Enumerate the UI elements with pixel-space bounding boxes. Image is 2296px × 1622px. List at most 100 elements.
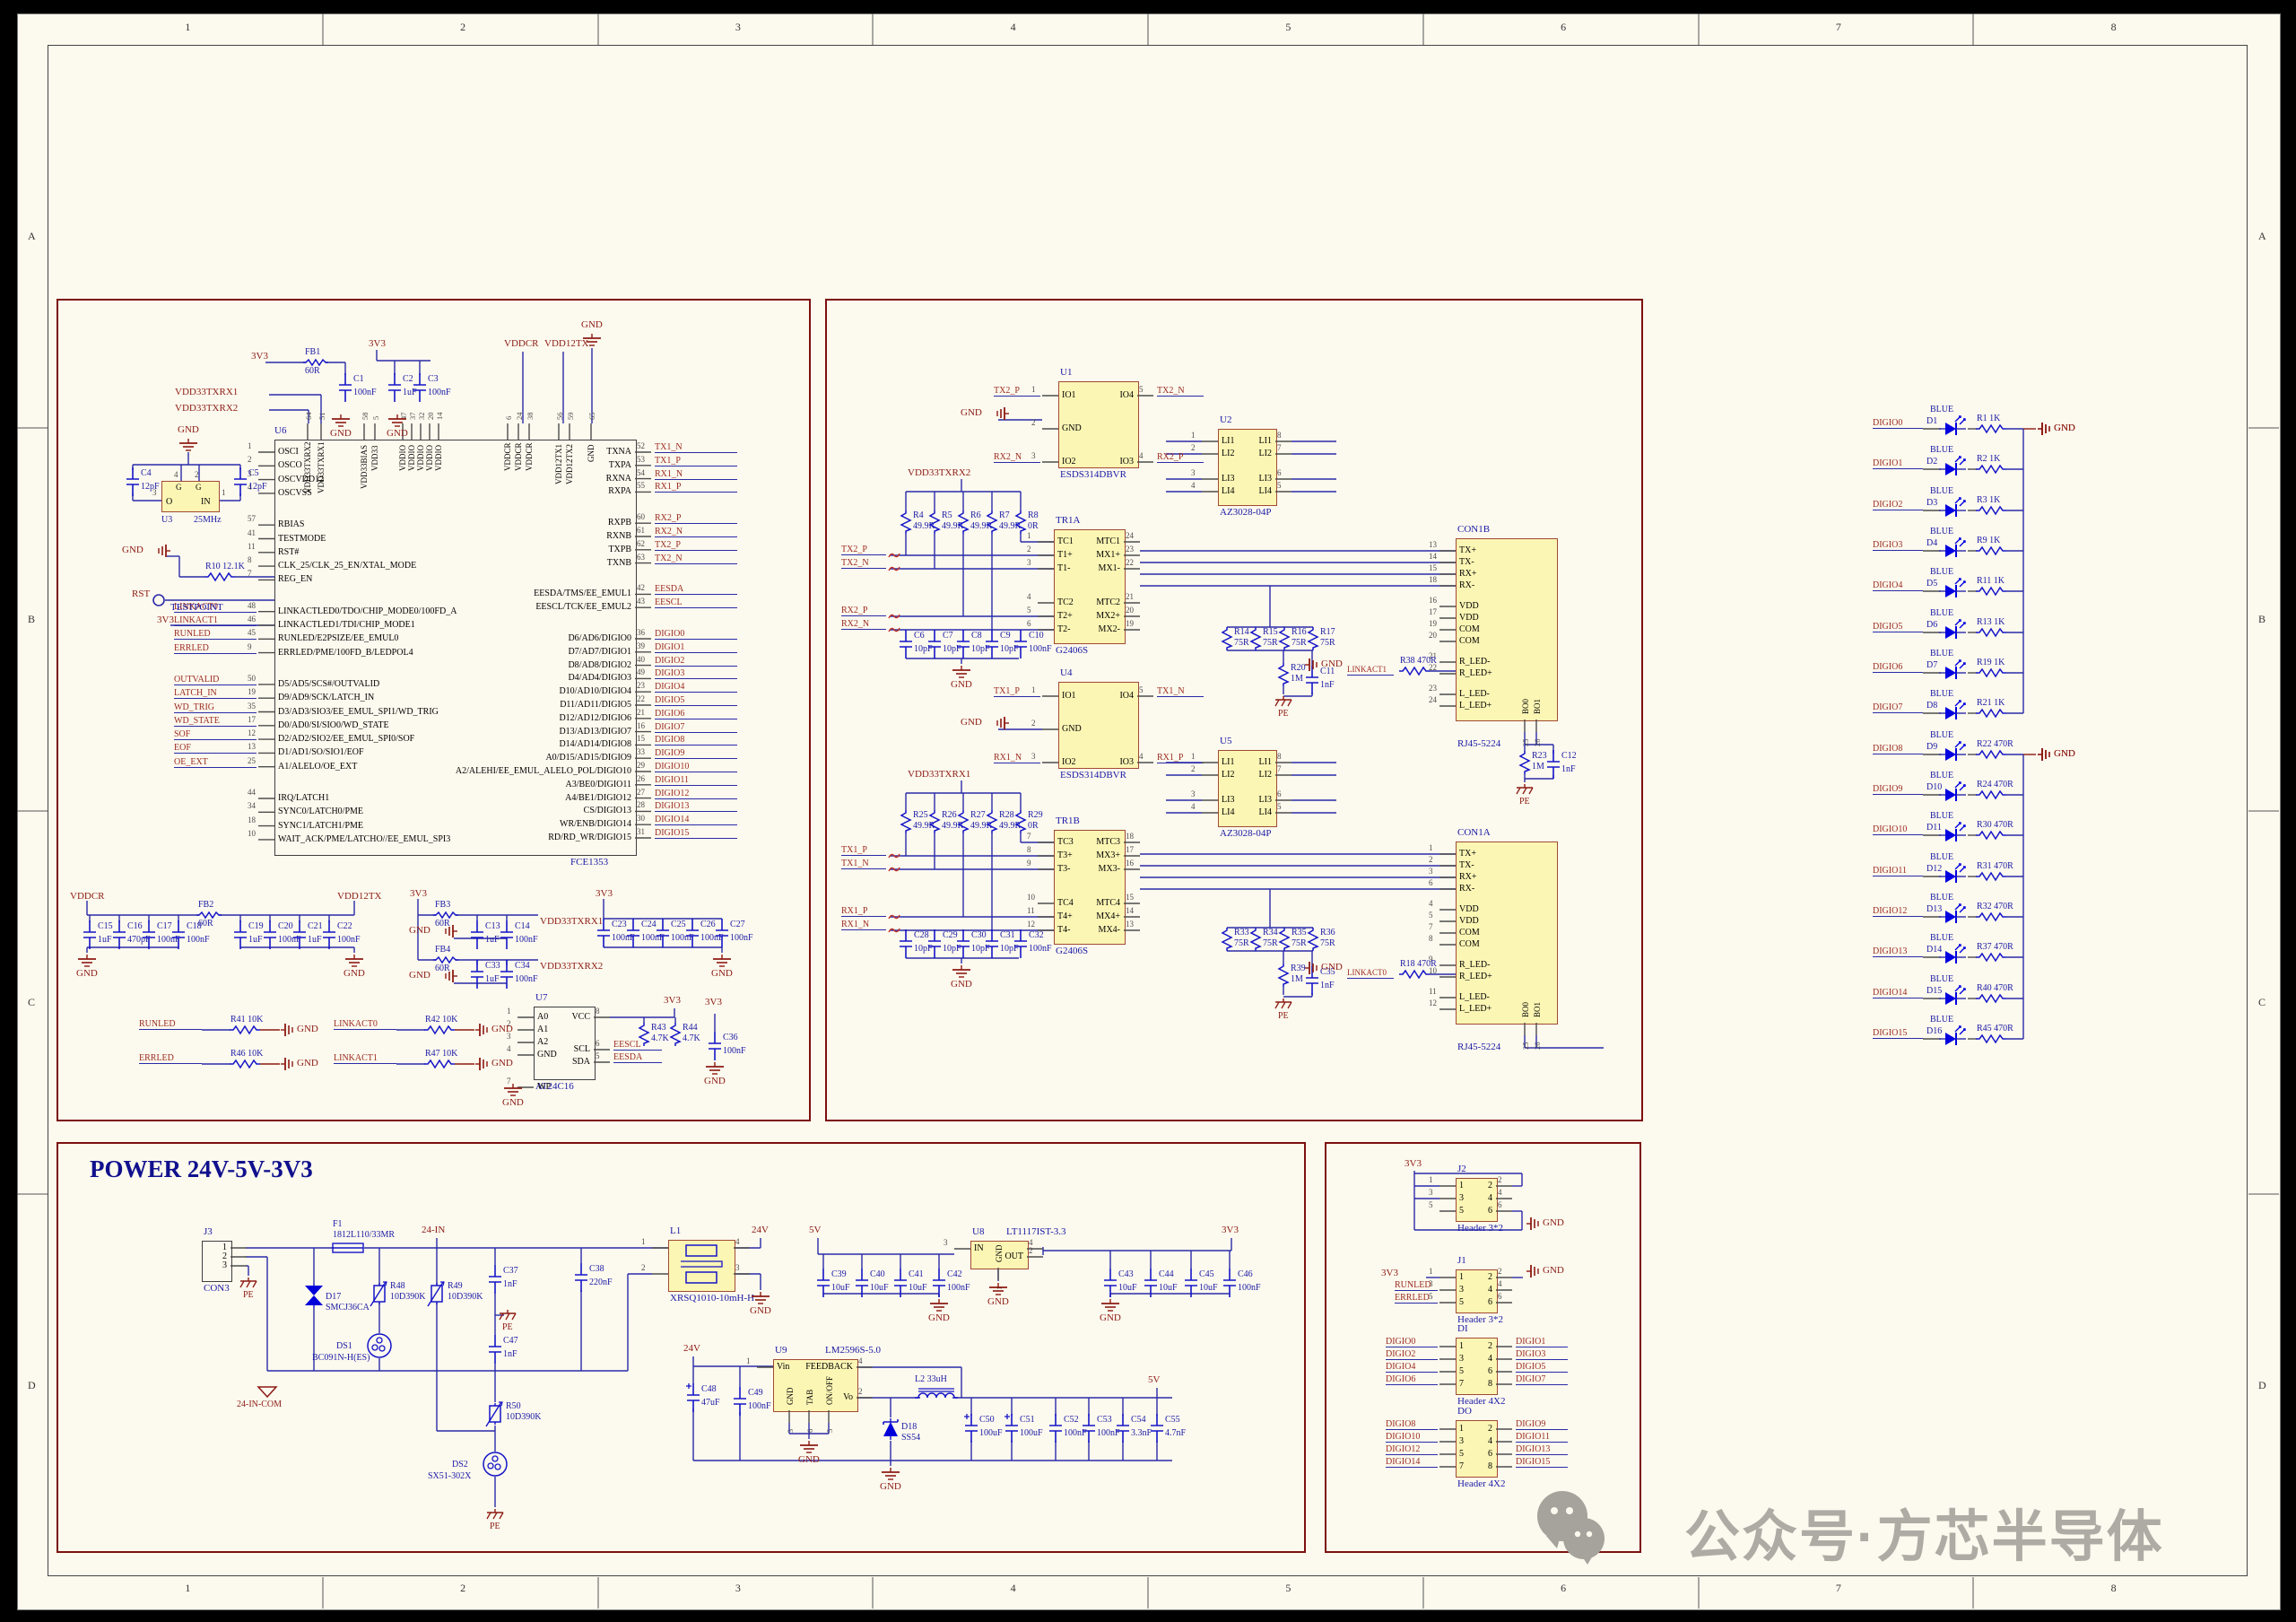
resistor-R9[interactable] [1976,545,2006,556]
led-symbol[interactable] [1939,903,1968,927]
led-symbol[interactable] [1939,415,1968,439]
net-label[interactable]: DIGIO7 [655,722,737,733]
testpoint-circle[interactable] [152,594,165,606]
ic-J3[interactable] [202,1241,232,1282]
ic-U5[interactable] [1218,750,1277,827]
capacitor-C40[interactable] [853,1269,871,1297]
resistor-R14[interactable] [1221,627,1233,650]
net-label[interactable]: LINKACT0 [174,602,257,613]
capacitor-C6[interactable] [897,630,915,658]
net-label[interactable]: SOF [174,729,257,741]
capacitor-C27[interactable] [713,919,731,947]
resistor-R43[interactable] [638,1023,650,1046]
net-label[interactable]: DIGIO10 [1873,824,1923,835]
led-symbol[interactable] [1939,1025,1968,1049]
net-label[interactable]: OE_EXT [174,757,257,768]
power-flag-3V3[interactable]: 3V3 [1381,1268,1398,1278]
capacitor-C23[interactable] [595,919,613,947]
capacitor-C2[interactable] [386,373,404,402]
led-symbol[interactable] [1939,659,1968,683]
ferrite-bead-FB3[interactable] [433,911,458,920]
led-symbol[interactable] [1939,578,1968,601]
net-label[interactable]: DIGIO11 [1516,1432,1568,1443]
capacitor-C29[interactable] [926,929,944,958]
power-flag-3V3[interactable]: 3V3 [1405,1158,1422,1169]
capacitor-C20[interactable] [261,920,279,949]
resistor-R2[interactable] [1976,464,2006,475]
resistor-R18[interactable] [1399,969,1430,980]
net-label[interactable]: EESDA [655,584,737,596]
capacitor-C53[interactable] [1080,1414,1098,1443]
ic-U1[interactable] [1058,381,1139,468]
net-label[interactable]: DIGIO6 [1386,1374,1438,1385]
led-symbol[interactable] [1939,700,1968,723]
led-symbol[interactable] [1939,497,1968,520]
resistor-R47[interactable] [424,1059,455,1069]
net-label[interactable]: TX1_P [841,845,886,856]
net-label[interactable]: DIGIO8 [655,735,737,746]
power-flag-3V3[interactable]: 3V3 [410,888,427,899]
net-label[interactable]: DIGIO14 [655,815,737,826]
net-label[interactable]: RX1_N [841,920,886,930]
led-symbol[interactable] [1939,822,1968,845]
resistor-R46[interactable] [230,1059,260,1069]
capacitor-C24[interactable] [624,919,642,947]
resistor-R45[interactable] [1976,1033,2006,1044]
schottky-D18[interactable] [882,1418,900,1440]
led-symbol[interactable] [1939,456,1968,479]
net-label[interactable]: DIGIO0 [1386,1337,1438,1347]
net-label[interactable]: LATCH_IN [174,688,257,700]
net-label[interactable]: DIGIO13 [1516,1444,1568,1455]
ic-DI[interactable] [1456,1338,1498,1395]
ferrite-bead-FB4[interactable] [433,955,458,964]
net-label[interactable]: DIGIO15 [1516,1457,1568,1468]
net-label[interactable]: TX1_N [655,442,737,453]
net-label[interactable]: DIGIO11 [1873,866,1923,876]
net-label[interactable]: DIGIO12 [1873,906,1923,917]
capacitor-C55[interactable] [1148,1414,1166,1443]
power-flag-VDD33TXRX1[interactable]: VDD33TXRX1 [175,387,239,397]
power-flag-VDDCR[interactable]: VDDCR [70,891,105,902]
capacitor-C25[interactable] [654,919,672,947]
capacitor-C50[interactable] [962,1414,980,1443]
ic-U9[interactable] [773,1359,858,1412]
resistor-R36[interactable] [1307,928,1319,951]
resistor-R34[interactable] [1249,928,1262,951]
net-label[interactable]: RX2_N [841,619,886,630]
net-label[interactable]: TX2_N [1157,386,1204,397]
net-label[interactable]: DIGIO12 [655,789,737,799]
capacitor-C45[interactable] [1182,1269,1200,1297]
net-label[interactable]: RX2_N [655,527,737,537]
capacitor-C35[interactable] [1303,966,1321,995]
capacitor-C21[interactable] [291,920,309,949]
net-label[interactable]: DIGIO4 [1873,580,1923,591]
resistor-R28[interactable] [986,810,998,833]
resistor-R15[interactable] [1249,627,1262,650]
capacitor-C34[interactable] [498,960,516,989]
net-label[interactable]: TX2_P [994,386,1040,397]
tvs-D17[interactable] [303,1283,325,1308]
capacitor-C47[interactable] [486,1335,504,1364]
capacitor-C3[interactable] [411,373,429,402]
net-label[interactable]: DIGIO13 [655,801,737,813]
ic-CON1B[interactable] [1456,538,1558,721]
led-symbol[interactable] [1939,985,1968,1008]
led-symbol[interactable] [1939,619,1968,642]
net-label[interactable]: DIGIO3 [655,668,737,680]
power-flag-VDD33TXRX1[interactable]: VDD33TXRX1 [908,769,971,780]
capacitor-C30[interactable] [954,929,972,958]
capacitor-C36[interactable] [706,1032,724,1060]
resistor-R31[interactable] [1976,871,2006,882]
net-label[interactable]: DIGIO4 [655,682,737,693]
ic-TR1B[interactable] [1054,830,1126,945]
net-label[interactable]: EESCL [613,1040,662,1051]
capacitor-C37[interactable] [486,1265,504,1294]
ic-U4[interactable] [1058,682,1139,769]
led-symbol[interactable] [1939,944,1968,967]
net-label[interactable]: DIGIO13 [1873,946,1923,957]
net-label[interactable]: ERRLED [1395,1293,1438,1304]
resistor-R5[interactable] [928,510,941,534]
ic-U2[interactable] [1218,429,1277,506]
power-flag-3V3[interactable]: 3V3 [369,338,386,349]
capacitor-C9[interactable] [983,630,1001,658]
